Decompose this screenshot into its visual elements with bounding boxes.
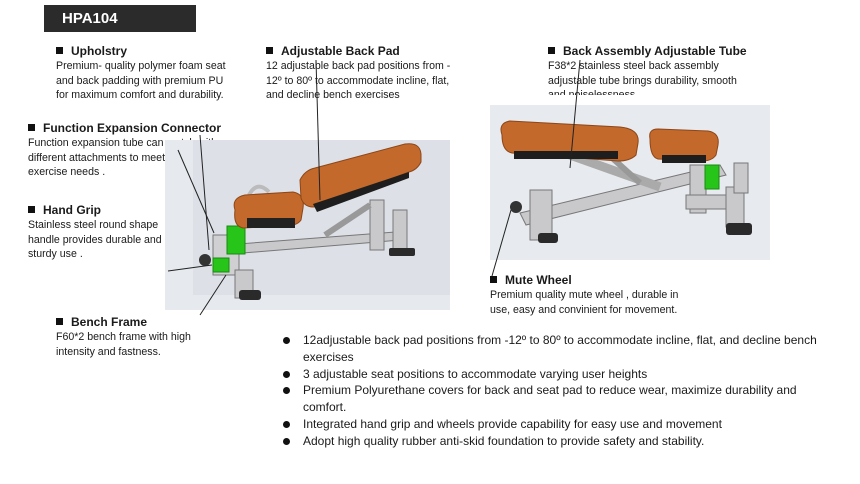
- bench-image-right: [490, 95, 770, 270]
- square-bullet-icon: [56, 47, 63, 54]
- square-bullet-icon: [28, 206, 35, 213]
- feature-description: 12 adjustable back pad positions from - …: [266, 60, 451, 102]
- feature-upholstry: Upholstry Premium- quality polymer foam …: [56, 44, 266, 103]
- feature-hand-grip: Hand Grip Stainless steel round shape ha…: [28, 203, 203, 262]
- feature-title: Mute Wheel: [505, 273, 572, 287]
- model-badge: HPA104: [44, 5, 196, 32]
- square-bullet-icon: [56, 318, 63, 325]
- list-item: 12adjustable back pad positions from -12…: [283, 332, 843, 366]
- square-bullet-icon: [490, 276, 497, 283]
- bullet-dot-icon: [283, 437, 290, 445]
- feature-description: F60*2 bench frame with high intensity an…: [56, 331, 191, 358]
- bullet-dot-icon: [283, 420, 290, 428]
- feature-description: Stainless steel round shape handle provi…: [28, 219, 162, 261]
- feature-description: Premium quality mute wheel , durable in …: [490, 289, 679, 316]
- square-bullet-icon: [266, 47, 273, 54]
- bench-image-left: [165, 140, 450, 310]
- feature-title: Upholstry: [71, 44, 128, 58]
- feature-mute-wheel: Mute Wheel Premium quality mute wheel , …: [490, 273, 720, 317]
- feature-title: Bench Frame: [71, 315, 148, 329]
- list-item: Adopt high quality rubber anti-skid foun…: [283, 433, 843, 450]
- list-item: 3 adjustable seat positions to accommoda…: [283, 366, 843, 383]
- square-bullet-icon: [548, 47, 555, 54]
- feature-title: Back Assembly Adjustable Tube: [563, 44, 747, 58]
- feature-bench-frame: Bench Frame F60*2 bench frame with high …: [56, 315, 236, 359]
- bullet-dot-icon: [283, 370, 290, 378]
- square-bullet-icon: [28, 124, 35, 131]
- feature-title: Adjustable Back Pad: [281, 44, 400, 58]
- feature-function-expansion-connector: Function Expansion Connector Function ex…: [28, 121, 243, 180]
- feature-bullet-list: 12adjustable back pad positions from -12…: [283, 332, 843, 450]
- feature-title: Function Expansion Connector: [43, 121, 222, 135]
- list-item: Premium Polyurethane covers for back and…: [283, 382, 843, 416]
- list-item: Integrated hand grip and wheels provide …: [283, 416, 843, 433]
- bullet-dot-icon: [283, 387, 290, 395]
- bullet-dot-icon: [283, 337, 290, 344]
- feature-description: Premium- quality polymer foam seat and b…: [56, 60, 226, 102]
- feature-back-assembly-tube: Back Assembly Adjustable Tube F38*2 stai…: [548, 44, 798, 103]
- feature-title: Hand Grip: [43, 203, 102, 217]
- feature-adjustable-back-pad: Adjustable Back Pad 12 adjustable back p…: [266, 44, 496, 103]
